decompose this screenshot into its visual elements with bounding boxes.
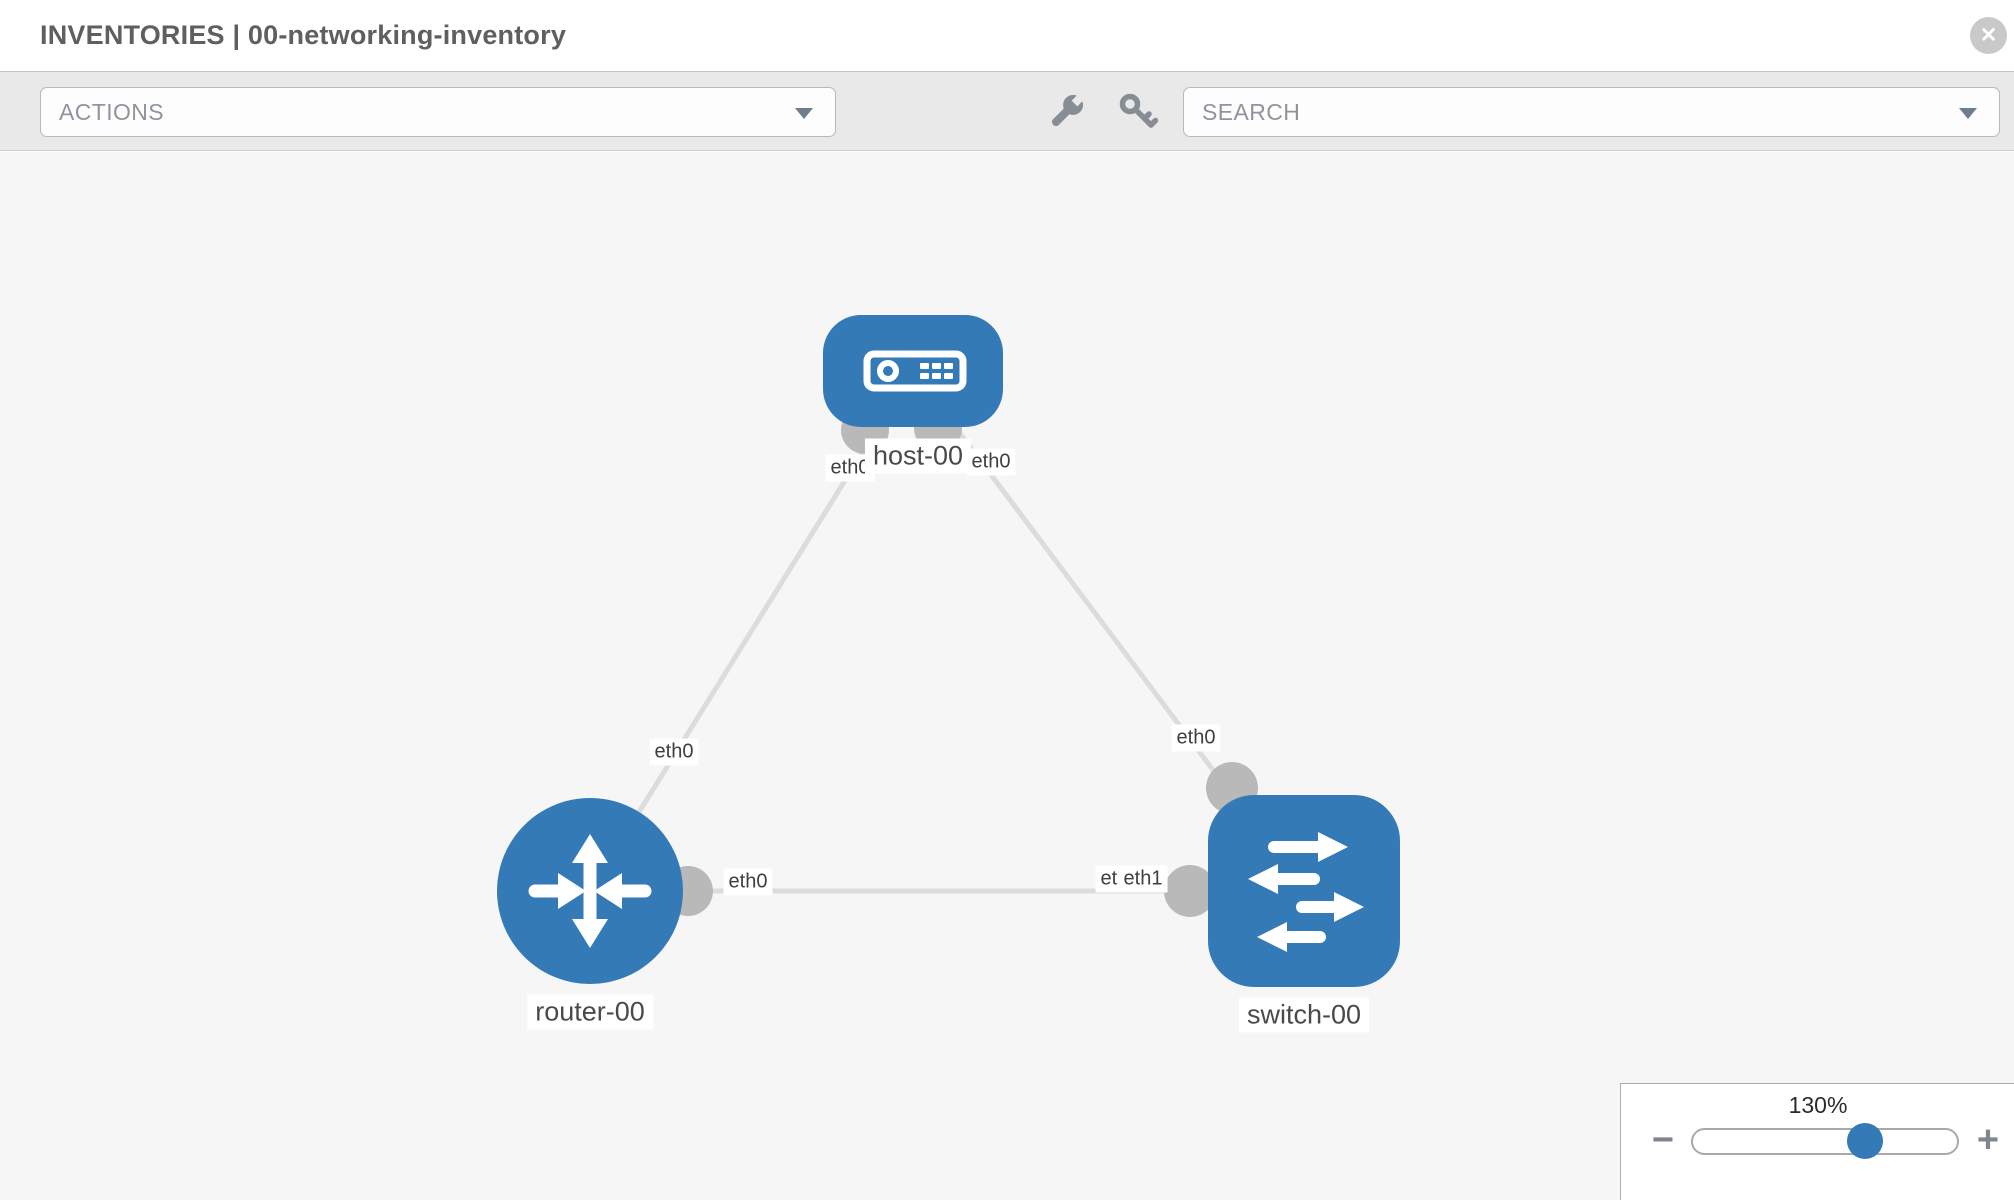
- node-host-00[interactable]: [823, 315, 1003, 427]
- switch-icon: [1248, 832, 1364, 952]
- chevron-down-icon: [795, 108, 813, 119]
- chevron-down-icon: [1959, 108, 1977, 119]
- close-icon[interactable]: ✕: [1970, 17, 2007, 54]
- topology-canvas[interactable]: host-00 router-00 switch-00 eth0 eth0 et…: [0, 152, 2014, 1200]
- actions-dropdown-label: ACTIONS: [59, 99, 165, 125]
- interface-label: eth0: [1171, 724, 1221, 752]
- interface-dot: [1164, 865, 1216, 917]
- router-icon: [528, 834, 652, 948]
- interface-label: eth0: [723, 868, 773, 896]
- node-switch-00[interactable]: [1208, 795, 1400, 987]
- zoom-control-panel: 130% − +: [1620, 1083, 2014, 1200]
- key-icon[interactable]: [1116, 90, 1160, 134]
- window-header: INVENTORIES | 00-networking-inventory ✕: [0, 0, 2014, 71]
- host-icon: [863, 350, 967, 392]
- page-title: INVENTORIES | 00-networking-inventory: [40, 20, 567, 50]
- search-dropdown-label: SEARCH: [1202, 99, 1301, 125]
- actions-dropdown[interactable]: ACTIONS: [40, 87, 836, 137]
- zoom-slider-track[interactable]: [1691, 1128, 1959, 1155]
- wrench-icon[interactable]: [1044, 90, 1088, 134]
- zoom-in-button[interactable]: +: [1968, 1120, 2008, 1160]
- toolbar: ACTIONS SEARCH: [0, 71, 2014, 151]
- interface-label: eth0: [966, 448, 1016, 476]
- search-dropdown[interactable]: SEARCH: [1183, 87, 2000, 137]
- zoom-slider-thumb[interactable]: [1847, 1123, 1883, 1159]
- interface-label: eth0: [649, 738, 699, 766]
- interface-label: eth1: [1118, 865, 1168, 893]
- node-label-router: router-00: [527, 994, 653, 1030]
- node-router-00[interactable]: [497, 798, 683, 984]
- node-label-switch: switch-00: [1238, 997, 1370, 1033]
- node-label-host: host-00: [864, 438, 972, 474]
- zoom-out-button[interactable]: −: [1643, 1120, 1683, 1160]
- zoom-level-value: 130%: [1788, 1092, 1848, 1118]
- topology-links: [587, 369, 1306, 894]
